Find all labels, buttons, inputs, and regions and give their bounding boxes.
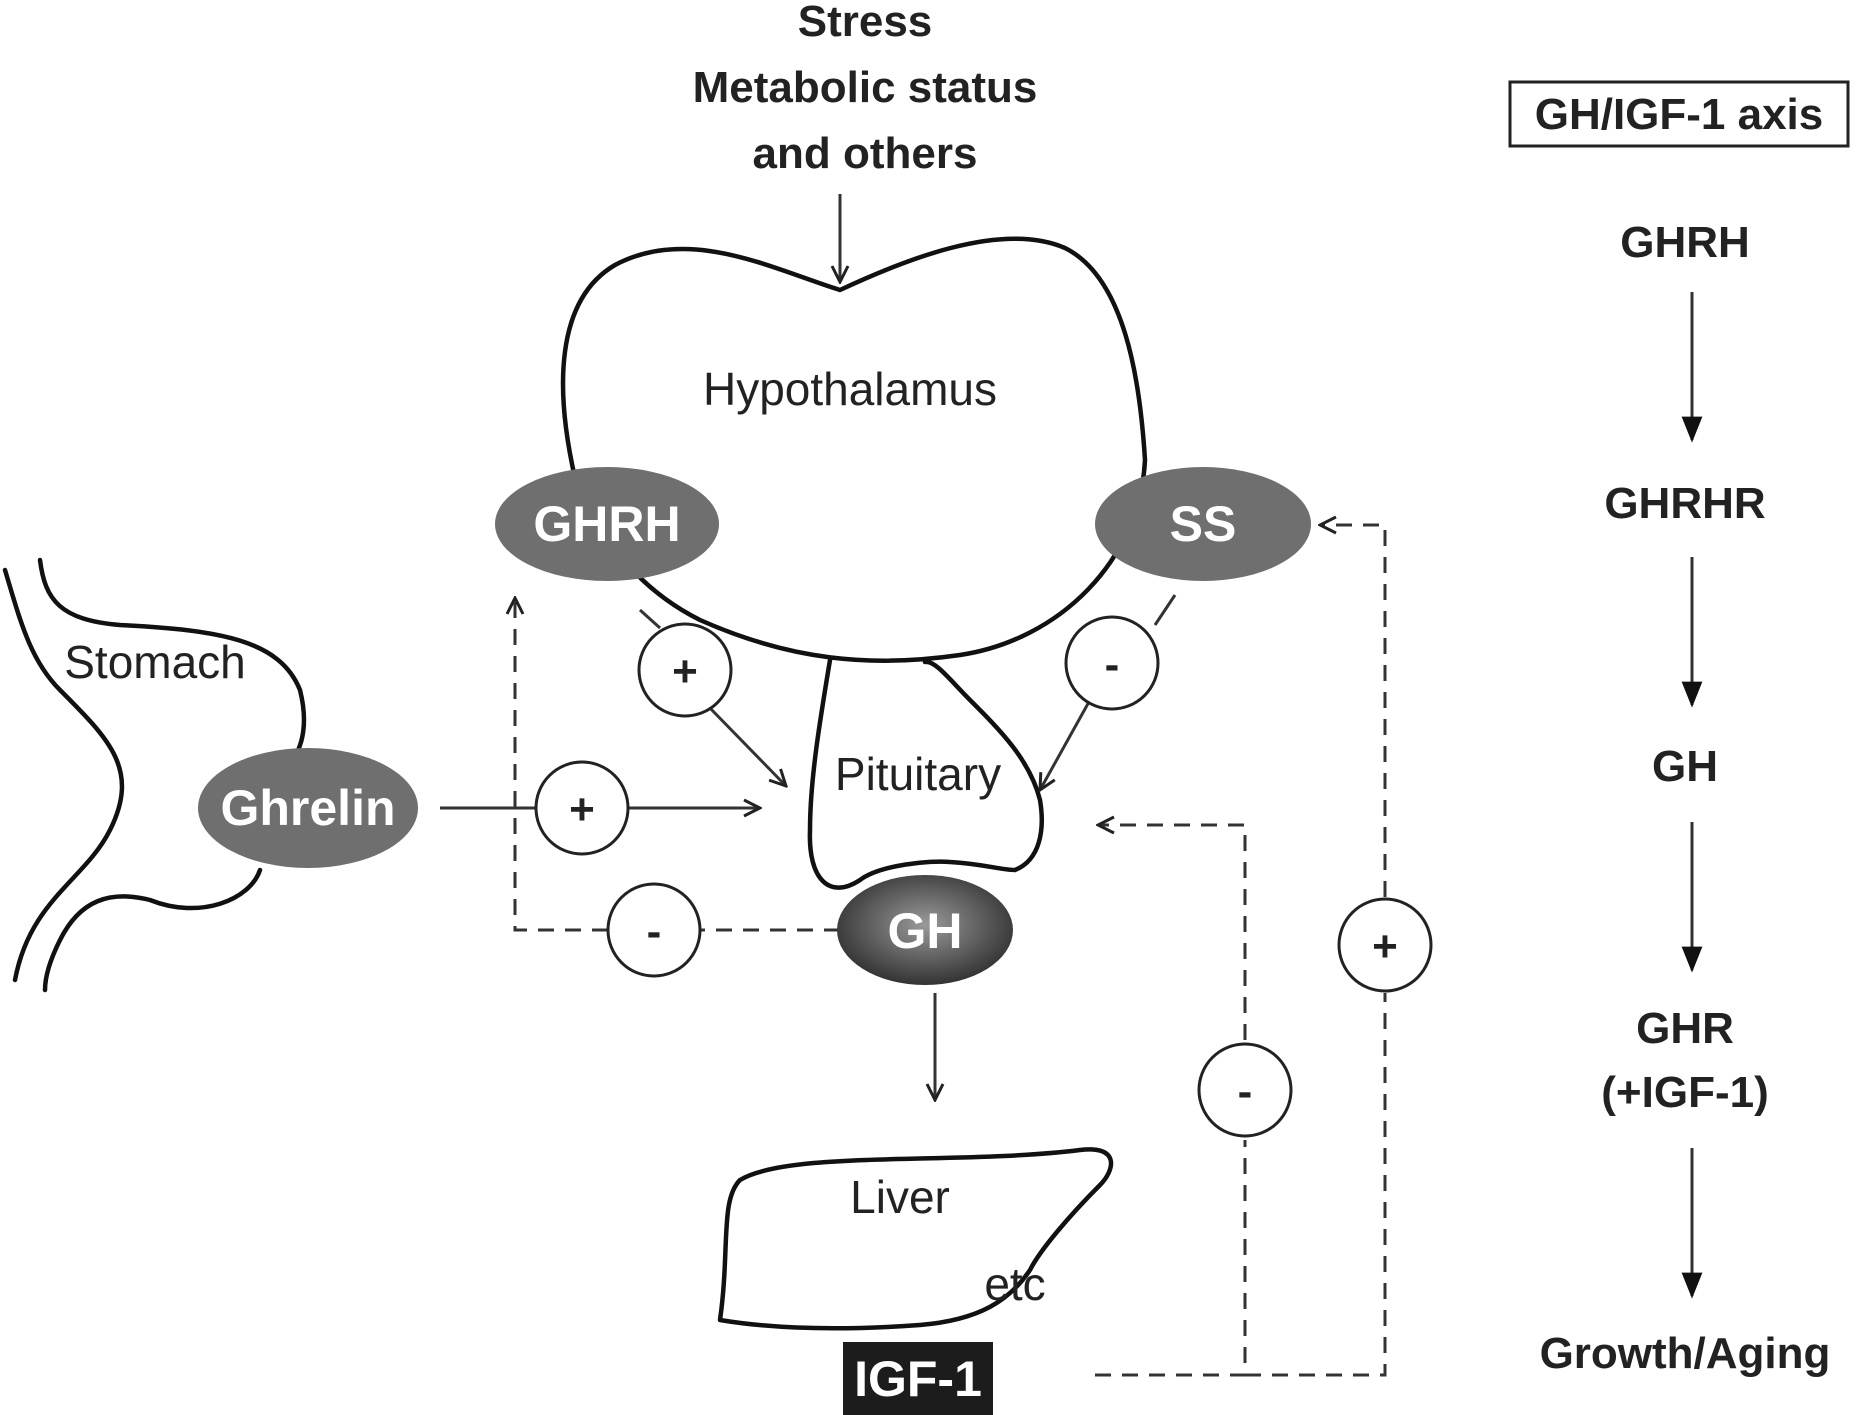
ghrelin-ellipse bbox=[198, 748, 418, 868]
liver: Liver etc bbox=[717, 1147, 1114, 1331]
pituitary-shape bbox=[807, 657, 1044, 890]
axis-step-ghrhr: GHRHR bbox=[1604, 479, 1765, 528]
sign-plus: + bbox=[1372, 922, 1398, 971]
sign-igf1-pituitary: - bbox=[1197, 1042, 1293, 1138]
axis-panel: GH/IGF-1 axis GHRH GHRHR GH GHR (+IGF-1)… bbox=[1508, 80, 1850, 1378]
upstream-inputs: Stress Metabolic status and others bbox=[693, 0, 1038, 282]
igf1-box bbox=[843, 1342, 993, 1415]
axis-title-box bbox=[1508, 80, 1850, 148]
minus-to-pituitary-arrow bbox=[1040, 699, 1092, 790]
sign-igf1-ss: + bbox=[1337, 897, 1433, 993]
gh-feedback-line-b bbox=[515, 598, 608, 932]
axis-step-ghr: GHR bbox=[1636, 1004, 1734, 1053]
axis-step-growth-aging: Growth/Aging bbox=[1540, 1329, 1831, 1378]
gh-label: GH bbox=[888, 903, 963, 959]
igf1-to-pituitary-line-b bbox=[1098, 825, 1247, 1040]
ss-ellipse bbox=[1095, 467, 1311, 581]
igf1-label: IGF-1 bbox=[854, 1351, 982, 1407]
liver-shape bbox=[717, 1147, 1114, 1331]
sign-ghrh-pituitary: + bbox=[637, 622, 733, 718]
liver-etc-label: etc bbox=[984, 1258, 1045, 1310]
sign-minus: - bbox=[1238, 1067, 1253, 1116]
plus-to-pituitary-arrow bbox=[706, 704, 786, 786]
ghrelin-label: Ghrelin bbox=[220, 780, 395, 836]
axis-title: GH/IGF-1 axis bbox=[1535, 90, 1824, 139]
igf1-node: IGF-1 bbox=[843, 1342, 993, 1415]
ghrh-to-plus-line bbox=[638, 608, 662, 630]
ghrh-node: GHRH bbox=[495, 467, 719, 581]
stomach-label: Stomach bbox=[64, 636, 246, 688]
axis-step-ghrh: GHRH bbox=[1620, 218, 1750, 267]
hypothalamus-label: Hypothalamus bbox=[703, 363, 997, 415]
axis-step-gh: GH bbox=[1652, 742, 1718, 791]
stomach-outer-wall bbox=[2, 567, 125, 983]
ghrelin-node: Ghrelin bbox=[198, 748, 418, 868]
hypothalamus-shape bbox=[560, 236, 1148, 663]
igf1-to-pituitary-line-a bbox=[1095, 1140, 1247, 1377]
sign-gh-ghrh: - bbox=[606, 882, 702, 978]
input-metabolic-status: Metabolic status bbox=[693, 63, 1038, 112]
ss-node: SS bbox=[1095, 467, 1311, 581]
sign-minus: - bbox=[647, 907, 662, 956]
pituitary-label: Pituitary bbox=[835, 748, 1001, 800]
igf1-to-ss-line-a bbox=[1245, 993, 1387, 1377]
stomach-upper-wall bbox=[37, 557, 307, 773]
input-stress: Stress bbox=[798, 0, 933, 46]
gh-ellipse bbox=[837, 875, 1013, 985]
igf1-to-ss-line-b bbox=[1320, 525, 1387, 897]
sign-ghrelin-pituitary: + bbox=[534, 760, 630, 856]
stomach-lower-wall bbox=[42, 867, 263, 993]
gh-node: GH bbox=[837, 875, 1013, 985]
ss-to-minus-line bbox=[1153, 594, 1177, 626]
axis-step-igf1: (+IGF-1) bbox=[1601, 1068, 1768, 1117]
stomach: Stomach bbox=[2, 557, 307, 993]
sign-ss-pituitary: - bbox=[1064, 615, 1160, 711]
ghrh-label: GHRH bbox=[533, 496, 680, 552]
ghrh-ellipse bbox=[495, 467, 719, 581]
sign-plus: + bbox=[672, 647, 698, 696]
ss-label: SS bbox=[1170, 496, 1237, 552]
liver-label: Liver bbox=[850, 1171, 950, 1223]
sign-minus: - bbox=[1105, 640, 1120, 689]
input-and-others: and others bbox=[753, 129, 978, 178]
sign-plus: + bbox=[569, 785, 595, 834]
